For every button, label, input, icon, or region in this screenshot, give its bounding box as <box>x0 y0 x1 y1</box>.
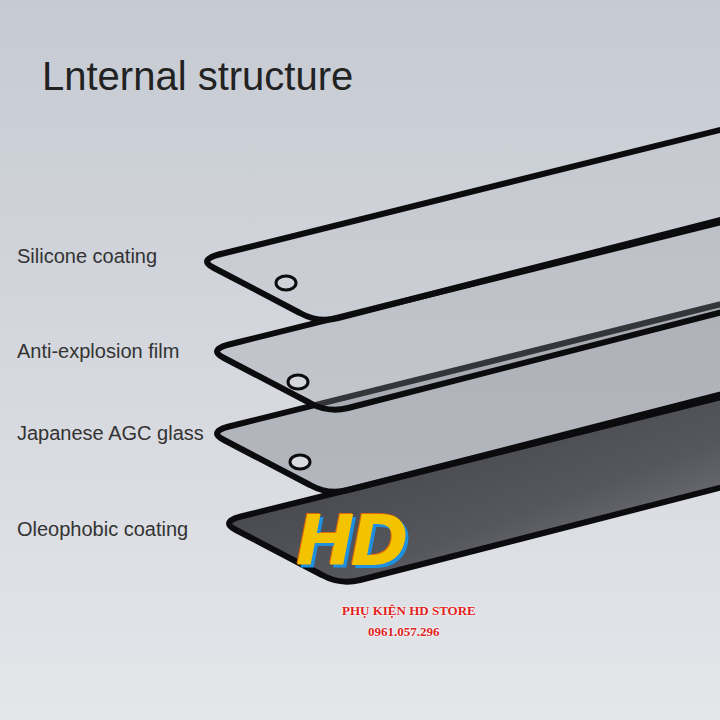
layer-label: Silicone coating <box>17 245 157 268</box>
watermark-phone: 0961.057.296 <box>368 624 440 640</box>
layer-label: Anti-explosion film <box>17 340 179 363</box>
silicone-layer <box>207 125 720 320</box>
watermark-logo: HD <box>296 500 405 582</box>
layer-label: Japanese AGC glass <box>17 422 204 445</box>
diagram-title: Lnternal structure <box>42 54 353 99</box>
layer-label: Oleophobic coating <box>17 518 188 541</box>
watermark-text: PHỤ KIỆN HD STORE <box>342 603 476 619</box>
